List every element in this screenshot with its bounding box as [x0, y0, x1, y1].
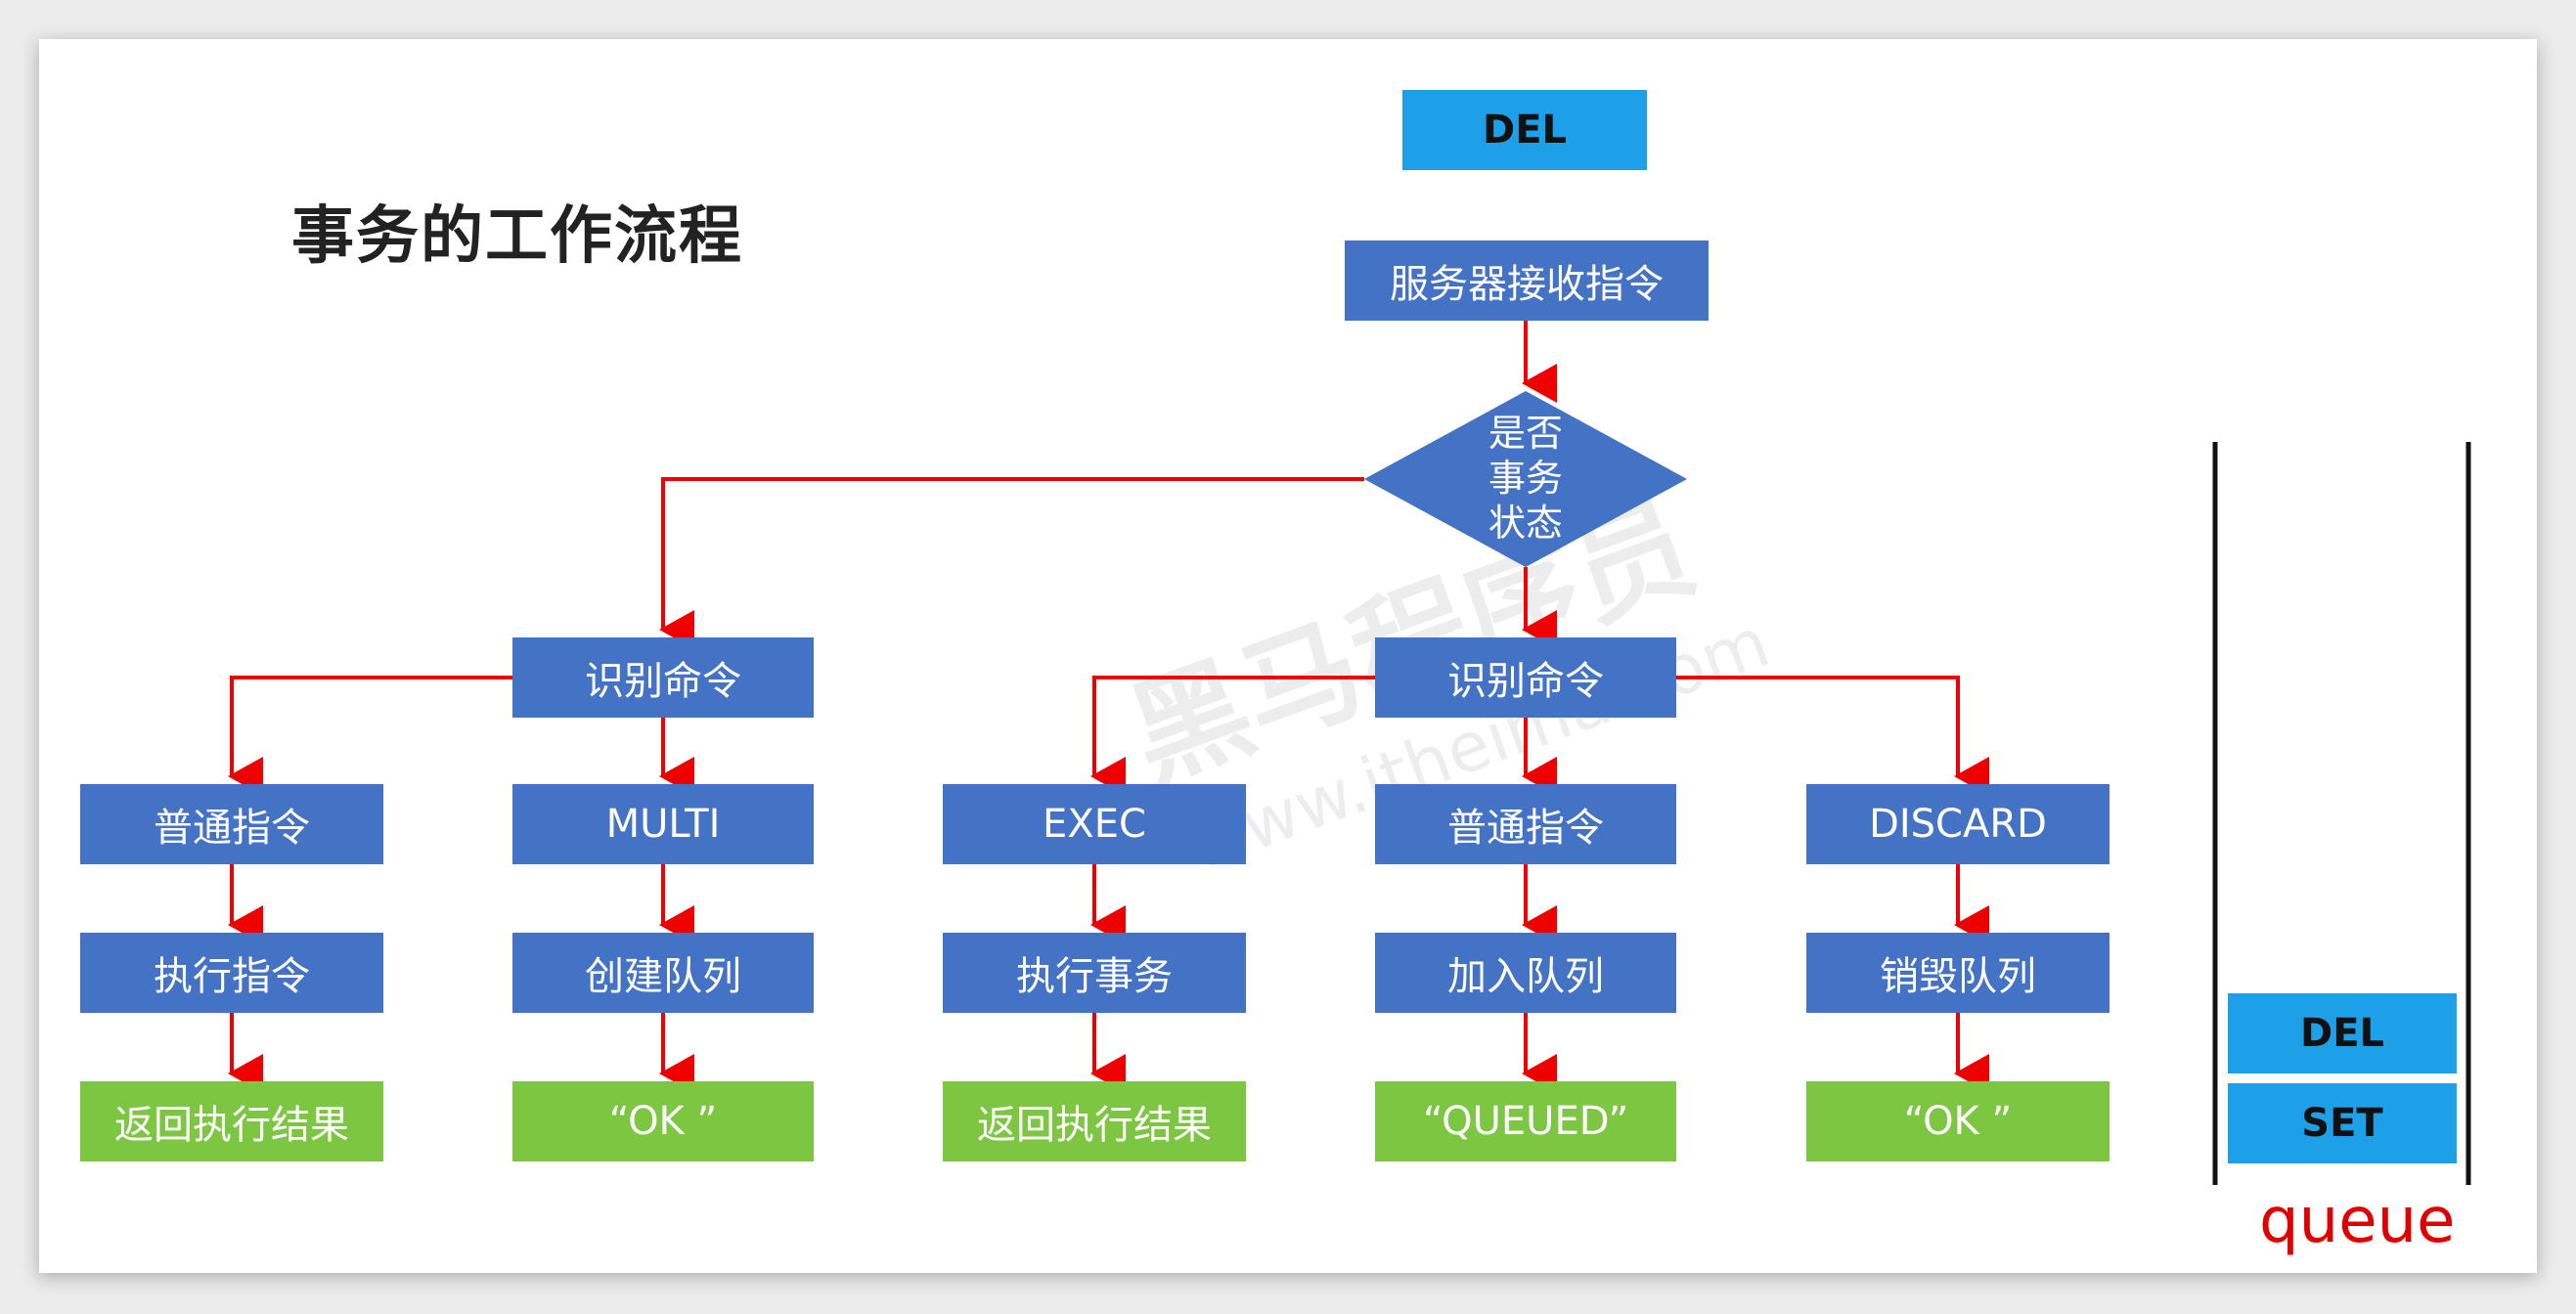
- top-command-del: DEL: [1402, 90, 1647, 170]
- column-3-command: EXEC: [943, 784, 1246, 864]
- queue-item-set: SET: [2228, 1083, 2457, 1163]
- slide: 黑马程序员 www.itheima.com 事务的工作流程 DEL 服务器接收指…: [39, 39, 2537, 1273]
- column-2-action: 创建队列: [512, 933, 814, 1013]
- column-2-command: MULTI: [512, 784, 814, 864]
- column-4-action: 加入队列: [1375, 933, 1676, 1013]
- column-3-result: 返回执行结果: [943, 1081, 1246, 1161]
- decision-diamond: [1364, 391, 1687, 567]
- column-3-action: 执行事务: [943, 933, 1246, 1013]
- column-4-command: 普通指令: [1375, 784, 1676, 864]
- page-title: 事务的工作流程: [291, 200, 743, 273]
- column-1-action: 执行指令: [80, 933, 383, 1013]
- decision-label: 是否 事务 状态: [1447, 411, 1604, 546]
- arrow-right-identify-to-exec: [1090, 676, 1375, 796]
- queue-item-del: DEL: [2228, 993, 2457, 1073]
- column-5-command: DISCARD: [1806, 784, 2110, 864]
- column-1-command: 普通指令: [80, 784, 383, 864]
- flow-connectors: [228, 321, 2471, 1185]
- decision-line-2: 事务: [1488, 457, 1563, 500]
- column-5-action: 销毁队列: [1806, 933, 2110, 1013]
- queue-label: queue: [2259, 1185, 2456, 1257]
- column-5-result: “OK ”: [1806, 1081, 2110, 1161]
- column-2-result: “OK ”: [512, 1081, 814, 1161]
- column-4-result: “QUEUED”: [1375, 1081, 1676, 1161]
- arrow-left-identify-to-normal: [228, 676, 512, 796]
- arrow-right-identify-to-discard: [1676, 676, 1989, 796]
- identify-command-left: 识别命令: [512, 637, 814, 718]
- decision-line-1: 是否: [1488, 412, 1563, 455]
- identify-command-right: 识别命令: [1375, 637, 1676, 718]
- receive-command-box: 服务器接收指令: [1345, 241, 1709, 321]
- column-1-result: 返回执行结果: [80, 1081, 383, 1161]
- arrow-decision-to-left-identify: [659, 477, 1364, 649]
- decision-line-3: 状态: [1488, 502, 1563, 545]
